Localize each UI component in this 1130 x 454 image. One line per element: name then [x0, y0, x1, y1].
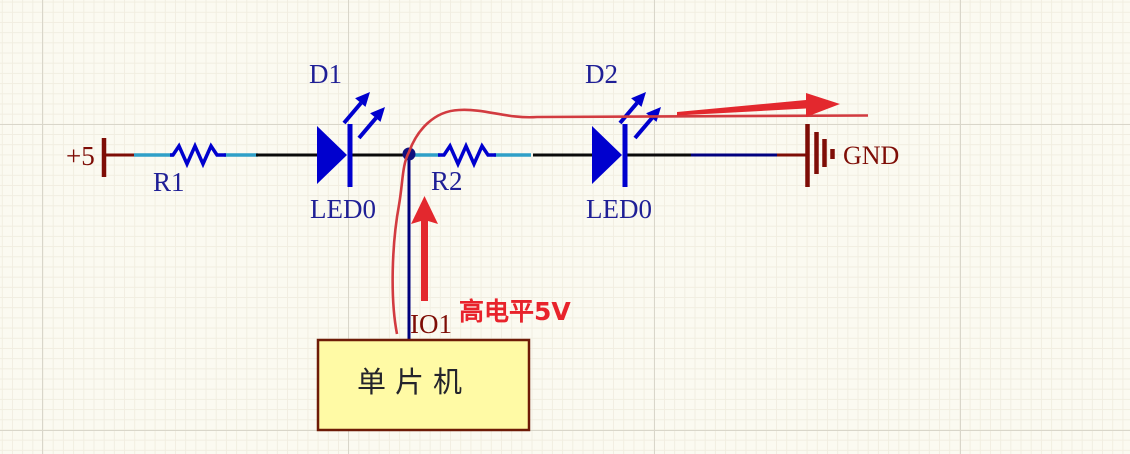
power-port-5v: +5	[66, 138, 137, 177]
led-emission-arrowhead	[646, 107, 661, 122]
diode-triangle	[317, 126, 347, 184]
power-label: +5	[66, 141, 95, 171]
annotation-current-path	[391, 108, 869, 335]
led-emission-arrow	[357, 116, 378, 140]
led-designator: D2	[585, 59, 618, 89]
led-designator: D1	[309, 59, 342, 89]
resistor-zigzag	[170, 141, 226, 169]
high-level-label: 高电平5V	[459, 297, 571, 326]
annotation-arrow-up	[411, 196, 438, 301]
mcu-box	[316, 338, 531, 432]
led-part-name: LED0	[586, 194, 652, 224]
led-emission-arrow	[633, 116, 654, 140]
diode-triangle	[592, 126, 622, 184]
resistor-zigzag	[438, 141, 496, 169]
resistor-designator: R1	[153, 167, 185, 197]
resistor-r2: R2	[431, 141, 496, 196]
mcu-block: 单片机 IO1	[316, 309, 531, 432]
led-emission-arrowhead	[631, 92, 646, 107]
led-emission-arrow	[618, 101, 639, 125]
resistor-r1: R1	[153, 141, 226, 197]
annotations: 高电平5V	[391, 93, 869, 335]
annotation-arrow-right	[677, 93, 840, 117]
mcu-label: 单片机	[357, 365, 471, 399]
gnd-symbol: GND	[805, 124, 899, 187]
mcu-pin-label: IO1	[410, 309, 452, 339]
led-emission-arrowhead	[370, 107, 385, 122]
led-emission-arrowhead	[355, 92, 370, 107]
led-d1: D1 LED0	[309, 59, 385, 224]
led-part-name: LED0	[310, 194, 376, 224]
led-emission-arrow	[342, 101, 363, 125]
resistor-designator: R2	[431, 166, 463, 196]
led-d2: D2 LED0	[585, 59, 661, 224]
gnd-label: GND	[843, 141, 899, 170]
